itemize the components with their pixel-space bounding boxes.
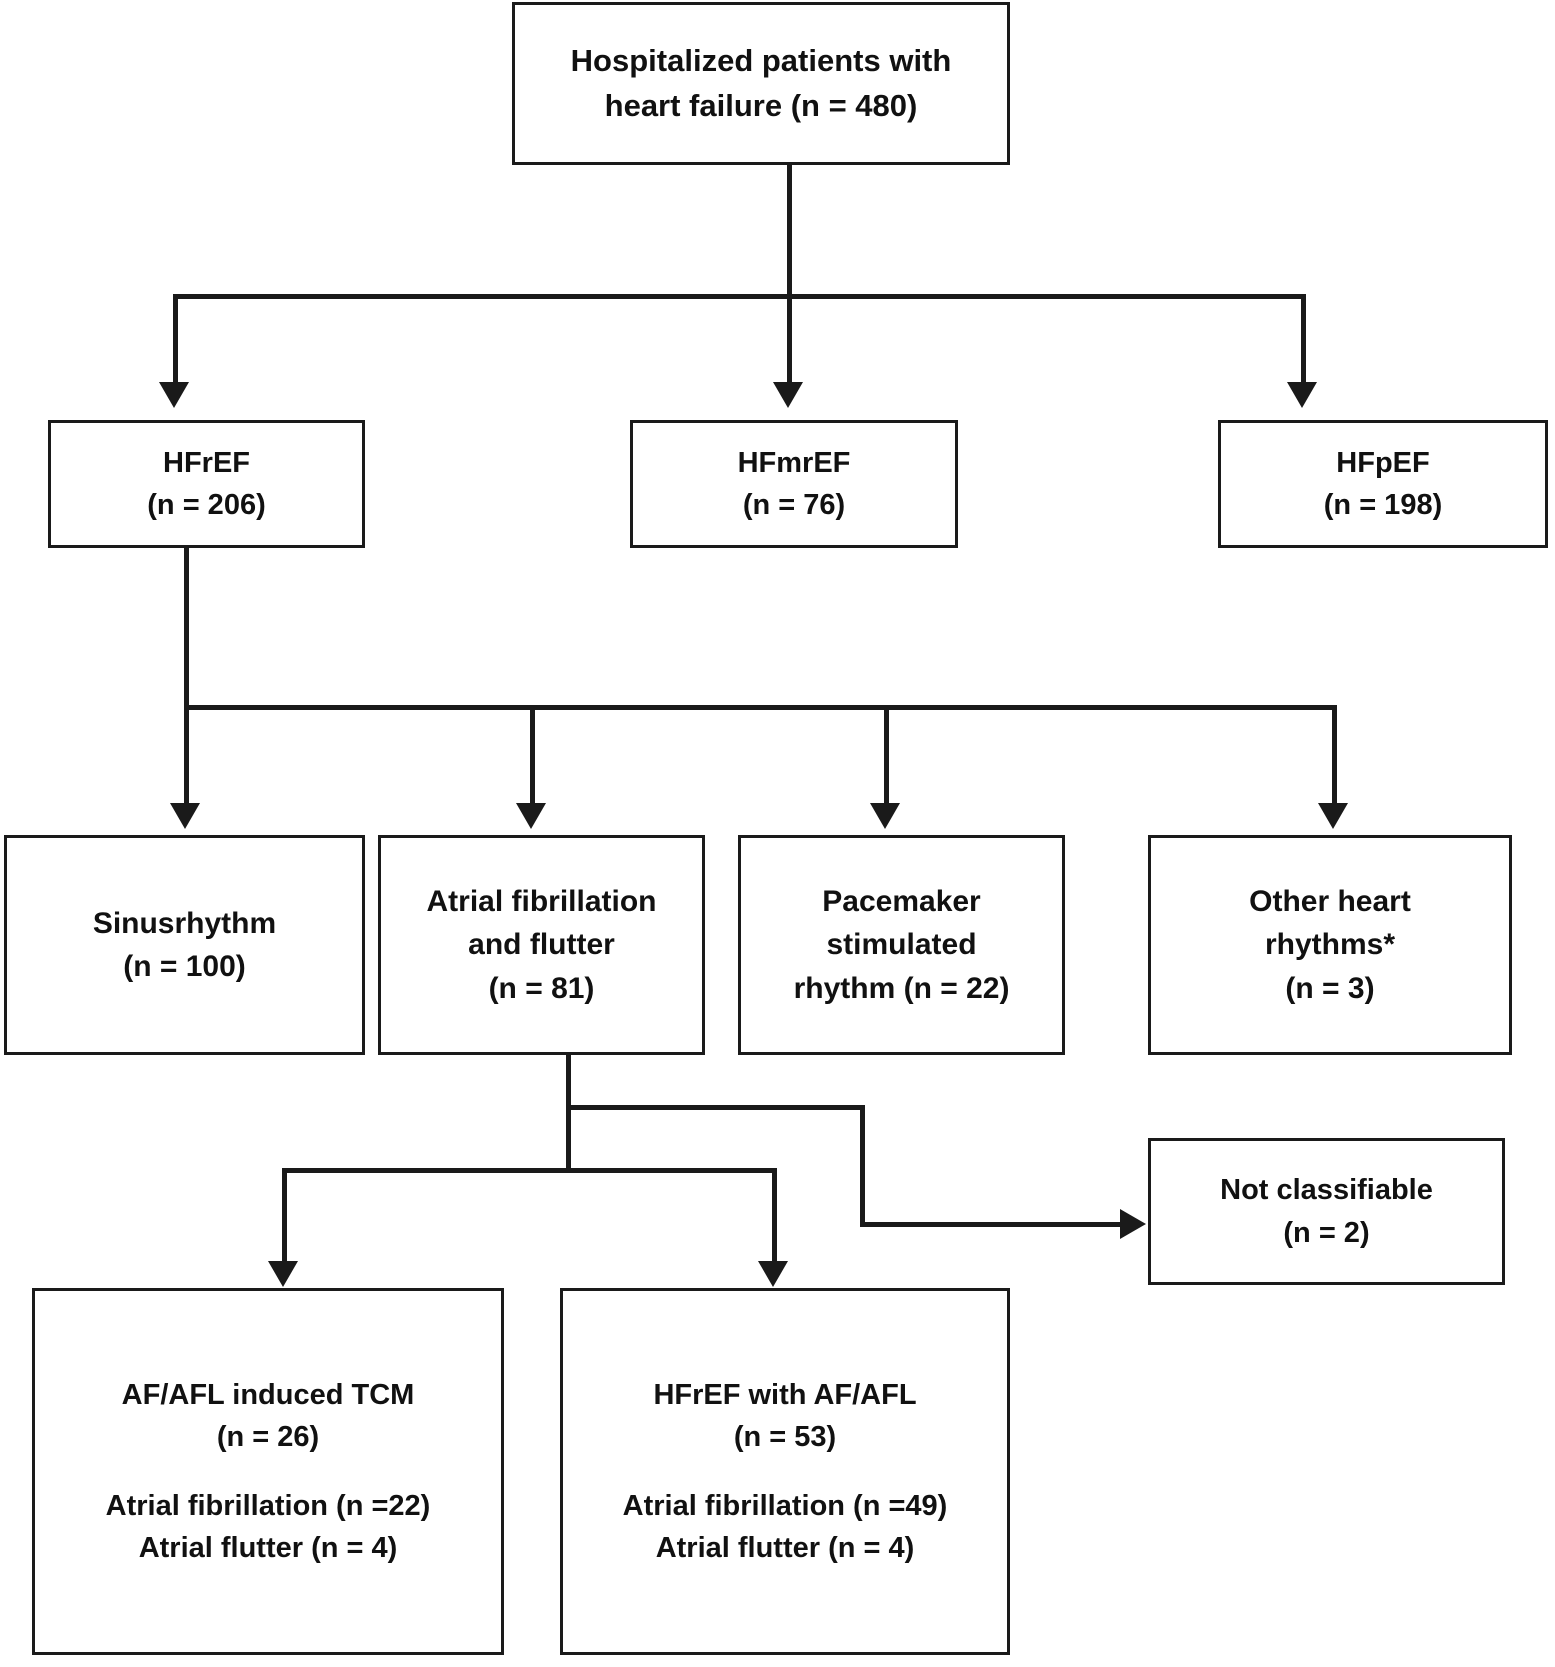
node-root-line2: heart failure (n = 480) bbox=[604, 87, 918, 123]
node-pacemaker-line3: rhythm (n = 22) bbox=[793, 971, 1010, 1005]
connector-hfref-stem bbox=[184, 546, 189, 709]
node-atrial-fibrillation-flutter[interactable]: Atrial fibrillation and flutter (n = 81) bbox=[378, 835, 705, 1055]
node-root-line1: Hospitalized patients with bbox=[570, 42, 952, 78]
connector-bottom-bus bbox=[282, 1168, 777, 1173]
node-hfref-af-line2: (n = 53) bbox=[733, 1420, 837, 1453]
node-hfmref-line1: HFmrEF bbox=[737, 446, 851, 479]
arrowhead-to-notclass bbox=[1120, 1209, 1146, 1239]
node-other-line3: (n = 3) bbox=[1285, 971, 1375, 1005]
connector-level3-bus bbox=[184, 705, 1337, 710]
node-tcm-line1: AF/AFL induced TCM bbox=[121, 1378, 415, 1411]
node-tcm-line2: (n = 26) bbox=[216, 1420, 320, 1453]
node-hfref-af-line3: Atrial fibrillation (n =49) bbox=[622, 1490, 948, 1523]
connector-notclass-h2 bbox=[860, 1222, 1125, 1227]
connector-to-hfpef bbox=[1301, 294, 1306, 384]
connector-notclass-h1 bbox=[566, 1105, 865, 1110]
node-other-line1: Other heart bbox=[1249, 884, 1411, 918]
connector-afib-stem bbox=[566, 1053, 571, 1173]
node-afib-line3: (n = 81) bbox=[488, 971, 595, 1005]
arrowhead-to-hfref-af bbox=[758, 1261, 788, 1287]
node-hfref-af-line4: Atrial flutter (n = 4) bbox=[655, 1532, 915, 1565]
node-tcm-line3: Atrial fibrillation (n =22) bbox=[105, 1490, 431, 1523]
node-afib-line1: Atrial fibrillation bbox=[426, 884, 657, 918]
node-hfmref-line2: (n = 76) bbox=[742, 489, 846, 521]
node-sinusrhythm[interactable]: Sinusrhythm (n = 100) bbox=[4, 835, 365, 1055]
connector-to-hfref bbox=[173, 294, 178, 384]
connector-level2-bus bbox=[175, 294, 1306, 299]
node-pacemaker-rhythm[interactable]: Pacemaker stimulated rhythm (n = 22) bbox=[738, 835, 1065, 1055]
connector-to-hfmref bbox=[787, 294, 792, 384]
node-hfref-af-line1: HFrEF with AF/AFL bbox=[653, 1378, 917, 1411]
arrowhead-to-hfpef bbox=[1287, 382, 1317, 408]
node-hfref-line2: (n = 206) bbox=[147, 489, 266, 521]
arrowhead-to-hfref bbox=[159, 382, 189, 408]
node-hfref-with-af-afl[interactable]: HFrEF with AF/AFL (n = 53) Atrial fibril… bbox=[560, 1288, 1010, 1655]
node-pacemaker-line2: stimulated bbox=[826, 928, 977, 962]
node-notclass-line2: (n = 2) bbox=[1283, 1216, 1370, 1249]
connector-to-afib bbox=[530, 705, 535, 805]
connector-to-pacemaker bbox=[884, 705, 889, 805]
node-sinusrhythm-line1: Sinusrhythm bbox=[92, 906, 277, 940]
node-af-afl-induced-tcm[interactable]: AF/AFL induced TCM (n = 26) Atrial fibri… bbox=[32, 1288, 504, 1655]
node-hfpef-line2: (n = 198) bbox=[1323, 489, 1443, 521]
arrowhead-to-other bbox=[1318, 803, 1348, 829]
node-hfmref[interactable]: HFmrEF (n = 76) bbox=[630, 420, 958, 548]
node-hfpef[interactable]: HFpEF (n = 198) bbox=[1218, 420, 1548, 548]
connector-notclass-v bbox=[860, 1105, 865, 1227]
connector-to-tcm bbox=[282, 1168, 287, 1263]
node-not-classifiable[interactable]: Not classifiable (n = 2) bbox=[1148, 1138, 1505, 1285]
arrowhead-to-afib bbox=[516, 803, 546, 829]
node-hfref-line1: HFrEF bbox=[163, 446, 250, 479]
arrowhead-to-tcm bbox=[268, 1261, 298, 1287]
arrowhead-to-hfmref bbox=[773, 382, 803, 408]
node-sinusrhythm-line2: (n = 100) bbox=[123, 950, 246, 983]
connector-to-other bbox=[1332, 705, 1337, 805]
connector-to-hfref-af bbox=[772, 1168, 777, 1263]
node-hfref[interactable]: HFrEF (n = 206) bbox=[48, 420, 365, 548]
arrowhead-to-pacemaker bbox=[870, 803, 900, 829]
connector-to-sinus bbox=[184, 705, 189, 805]
connector-root-stem bbox=[787, 163, 792, 298]
node-afib-line2: and flutter bbox=[468, 928, 615, 962]
node-root[interactable]: Hospitalized patients with heart failure… bbox=[512, 2, 1010, 165]
arrowhead-to-sinus bbox=[170, 803, 200, 829]
node-tcm-line4: Atrial flutter (n = 4) bbox=[138, 1532, 398, 1565]
node-other-heart-rhythms[interactable]: Other heart rhythms* (n = 3) bbox=[1148, 835, 1512, 1055]
node-pacemaker-line1: Pacemaker bbox=[822, 884, 981, 918]
node-hfpef-line1: HFpEF bbox=[1336, 446, 1430, 479]
node-notclass-line1: Not classifiable bbox=[1220, 1174, 1433, 1207]
node-other-line2: rhythms* bbox=[1264, 928, 1396, 962]
